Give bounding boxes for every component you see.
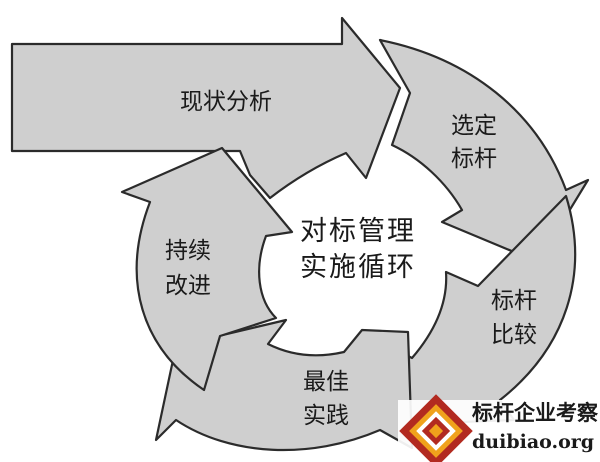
step-label-select: 选定	[451, 113, 497, 139]
watermark-url: duibiao.org	[472, 431, 594, 453]
arrow-continuous-improvement	[120, 146, 294, 392]
arrow-situation-analysis	[10, 16, 402, 200]
step-label-comparison: 比较	[491, 322, 537, 348]
step-label-best: 最佳	[303, 369, 349, 395]
watermark-name: 标杆企业考察	[472, 400, 599, 425]
step-label-benchmark: 标杆	[451, 146, 497, 172]
watermark-logo-icon	[399, 394, 473, 462]
center-title-line2: 实施循环	[300, 252, 416, 283]
step-label-continuous: 持续	[165, 238, 211, 264]
watermark: 标杆企业考察 duibiao.org	[398, 394, 600, 462]
step-label-situation-analysis: 现状分析	[180, 89, 272, 115]
arrow-select-benchmark	[378, 38, 590, 264]
step-label-benchmark-2: 标杆	[491, 288, 537, 314]
arrow-best-practice	[154, 318, 414, 452]
center-title-line1: 对标管理	[300, 216, 416, 247]
step-label-improvement: 改进	[165, 273, 211, 299]
step-label-practice: 实践	[303, 403, 349, 429]
